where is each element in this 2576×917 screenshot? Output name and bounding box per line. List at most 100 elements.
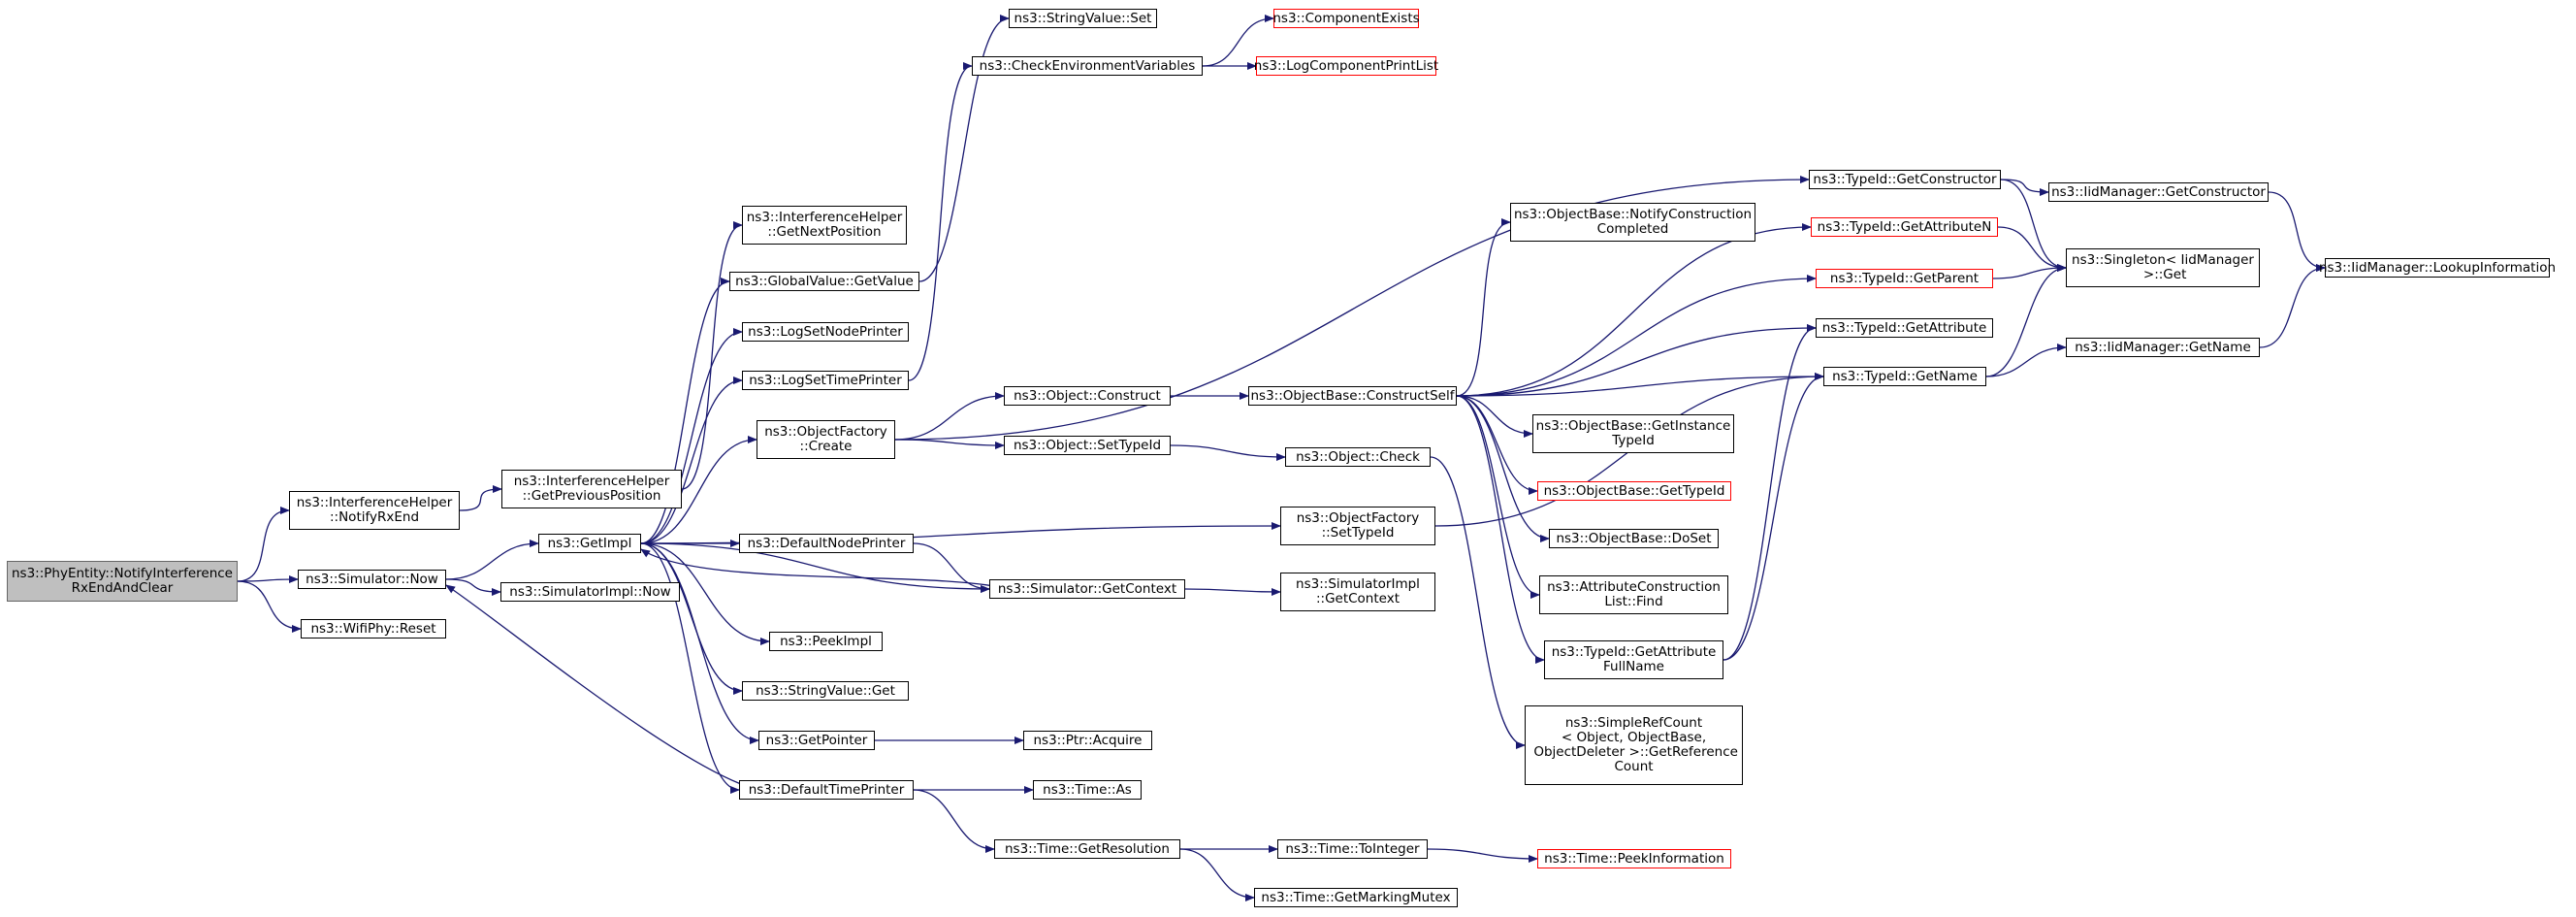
node-acl-find[interactable]: ns3::AttributeConstruction List::Find	[1539, 575, 1728, 614]
edge-sim-now-to-simimpl-now	[445, 578, 501, 596]
node-checkenv[interactable]: ns3::CheckEnvironmentVariables	[972, 56, 1203, 76]
node-time-peekinfo[interactable]: ns3::Time::PeekInformation	[1537, 849, 1731, 868]
edge-tid-getattributen-to-singleton-get	[1997, 226, 2067, 272]
node-tid-getattrfullname[interactable]: ns3::TypeId::GetAttribute FullName	[1544, 640, 1723, 679]
node-ih-notifyrxend[interactable]: ns3::InterferenceHelper ::NotifyRxEnd	[289, 491, 460, 530]
edge-time-tointeger-to-time-peekinfo	[1427, 848, 1538, 863]
edge-tid-getname-to-singleton-get	[1985, 264, 2067, 377]
edge-of-create-to-obj-settypeid	[894, 439, 1005, 449]
edge-ob-constructself-to-ob-notifyconstruction	[1456, 218, 1511, 397]
edge-ob-constructself-to-tid-getattributen	[1456, 223, 1812, 397]
node-ob-constructself[interactable]: ns3::ObjectBase::ConstructSelf	[1248, 386, 1457, 406]
node-getimpl[interactable]: ns3::GetImpl	[538, 534, 641, 553]
node-logcompprintlist[interactable]: ns3::LogComponentPrintList	[1254, 56, 1438, 76]
edge-ih-notifyrxend-to-ih-getprevpos	[459, 485, 502, 511]
node-gv-getvalue[interactable]: ns3::GlobalValue::GetValue	[729, 272, 919, 291]
node-ob-doset[interactable]: ns3::ObjectBase::DoSet	[1549, 529, 1719, 548]
edge-obj-settypeid-to-obj-check	[1170, 444, 1286, 461]
edge-ob-constructself-to-ob-getinstancetypeid	[1456, 395, 1533, 438]
edge-sim-now-to-getimpl	[445, 540, 539, 580]
node-root: ns3::PhyEntity::NotifyInterference RxEnd…	[7, 561, 238, 602]
node-getpointer[interactable]: ns3::GetPointer	[758, 731, 875, 750]
edge-defaulttimeprinter-to-time-getres	[913, 789, 995, 853]
node-ptr-acquire[interactable]: ns3::Ptr::Acquire	[1023, 731, 1152, 750]
edge-getimpl-to-getpointer	[640, 542, 759, 744]
node-wifiphy-reset[interactable]: ns3::WifiPhy::Reset	[301, 619, 446, 639]
node-time-as[interactable]: ns3::Time::As	[1033, 780, 1142, 800]
node-obj-construct[interactable]: ns3::Object::Construct	[1004, 386, 1171, 406]
node-sim-getcontext[interactable]: ns3::Simulator::GetContext	[989, 579, 1185, 599]
edge-checkenv-to-compexists	[1202, 15, 1274, 67]
node-sv-get[interactable]: ns3::StringValue::Get	[742, 681, 909, 701]
node-iidm-getname[interactable]: ns3::IidManager::GetName	[2066, 338, 2260, 357]
node-sim-now[interactable]: ns3::Simulator::Now	[298, 570, 446, 589]
node-logsettimeprinter[interactable]: ns3::LogSetTimePrinter	[742, 371, 909, 390]
edge-root-to-sim-now	[237, 575, 299, 584]
node-tid-getattribute[interactable]: ns3::TypeId::GetAttribute	[1816, 318, 1993, 338]
edge-defaultnodeprinter-to-sim-getcontext	[913, 542, 990, 593]
node-time-getmarkingmutex[interactable]: ns3::Time::GetMarkingMutex	[1254, 888, 1458, 907]
edge-iidm-getname-to-iidm-lookupinfo	[2259, 264, 2326, 348]
node-of-create[interactable]: ns3::ObjectFactory ::Create	[757, 420, 895, 459]
edge-root-to-ih-notifyrxend	[237, 507, 290, 582]
edge-ob-constructself-to-acl-find	[1456, 395, 1540, 599]
edge-tid-getattrfullname-to-tid-getattribute	[1723, 324, 1817, 661]
node-compexists[interactable]: ns3::ComponentExists	[1272, 9, 1420, 28]
edge-gv-getvalue-to-sv-set	[918, 15, 1010, 282]
node-tid-getname[interactable]: ns3::TypeId::GetName	[1823, 367, 1986, 386]
edge-getimpl-to-of-create	[640, 436, 757, 544]
edge-getimpl-to-gv-getvalue	[640, 278, 730, 544]
edge-ob-constructself-to-tid-getparent	[1456, 275, 1817, 397]
edge-defaulttimeprinter-to-sim-now	[445, 584, 759, 791]
node-logsetnodeprinter[interactable]: ns3::LogSetNodePrinter	[742, 322, 909, 342]
edge-sim-getcontext-to-getimpl	[640, 548, 1010, 590]
node-tid-getparent[interactable]: ns3::TypeId::GetParent	[1816, 269, 1993, 288]
node-of-settypeid[interactable]: ns3::ObjectFactory ::SetTypeId	[1280, 507, 1435, 545]
node-simplerefcount[interactable]: ns3::SimpleRefCount < Object, ObjectBase…	[1525, 705, 1743, 785]
edge-getimpl-to-logsettimeprinter	[640, 377, 743, 544]
edge-getimpl-to-peekimpl	[640, 542, 770, 645]
edge-tid-getname-to-iidm-getname	[1985, 344, 2067, 377]
edge-tid-getconstructor-to-singleton-get	[2000, 179, 2067, 272]
node-defaultnodeprinter[interactable]: ns3::DefaultNodePrinter	[739, 534, 914, 553]
edge-iidm-getconstructor-to-iidm-lookupinfo	[2268, 191, 2326, 272]
node-ob-gettypeid[interactable]: ns3::ObjectBase::GetTypeId	[1537, 481, 1731, 501]
edge-root-to-wifiphy-reset	[237, 580, 302, 633]
edge-getimpl-to-sim-getcontext	[640, 542, 990, 593]
edge-of-create-to-tid-getconstructor	[894, 176, 1810, 441]
call-edges	[237, 15, 2326, 901]
edge-sim-getcontext-to-simimpl-getctx	[1184, 587, 1281, 596]
edge-getimpl-to-logsetnodeprinter	[640, 328, 743, 544]
node-time-tointeger[interactable]: ns3::Time::ToInteger	[1277, 839, 1428, 859]
edge-tid-getconstructor-to-iidm-getconstructor	[2000, 179, 2049, 196]
node-defaulttimeprinter[interactable]: ns3::DefaultTimePrinter	[739, 780, 914, 800]
node-tid-getconstructor[interactable]: ns3::TypeId::GetConstructor	[1809, 170, 2001, 189]
node-ih-getnextpos[interactable]: ns3::InterferenceHelper ::GetNextPositio…	[742, 206, 907, 245]
edge-ob-constructself-to-ob-doset	[1456, 395, 1550, 542]
node-time-getres[interactable]: ns3::Time::GetResolution	[994, 839, 1180, 859]
edge-getimpl-to-of-settypeid	[640, 522, 1281, 544]
edge-time-getres-to-time-getmarkingmutex	[1179, 848, 1255, 901]
edge-tid-getparent-to-singleton-get	[1992, 264, 2067, 279]
node-iidm-getconstructor[interactable]: ns3::IidManager::GetConstructor	[2048, 182, 2269, 202]
node-sv-set[interactable]: ns3::StringValue::Set	[1009, 9, 1157, 28]
node-ob-notifyconstruction[interactable]: ns3::ObjectBase::NotifyConstruction Comp…	[1510, 203, 1755, 242]
edge-ob-constructself-to-tid-getname	[1456, 373, 1824, 397]
edge-ih-getprevpos-to-ih-getnextpos	[681, 221, 743, 490]
node-ob-getinstancetypeid[interactable]: ns3::ObjectBase::GetInstance TypeId	[1532, 414, 1734, 453]
node-obj-check[interactable]: ns3::Object::Check	[1285, 447, 1431, 467]
node-simimpl-getctx[interactable]: ns3::SimulatorImpl ::GetContext	[1280, 573, 1435, 611]
edge-tid-getattrfullname-to-tid-getname	[1723, 373, 1824, 661]
edge-logsettimeprinter-to-checkenv	[908, 62, 973, 381]
node-tid-getattributen[interactable]: ns3::TypeId::GetAttributeN	[1811, 217, 1998, 237]
node-ih-getprevpos[interactable]: ns3::InterferenceHelper ::GetPreviousPos…	[501, 470, 682, 508]
node-iidm-lookupinfo[interactable]: ns3::IidManager::LookupInformation	[2319, 258, 2556, 278]
node-simimpl-now[interactable]: ns3::SimulatorImpl::Now	[500, 582, 680, 602]
edge-getimpl-to-defaulttimeprinter	[640, 542, 740, 794]
node-obj-settypeid[interactable]: ns3::Object::SetTypeId	[1004, 436, 1171, 455]
edge-obj-check-to-simplerefcount	[1430, 456, 1526, 749]
node-singleton-get[interactable]: ns3::Singleton< IidManager >::Get	[2066, 248, 2260, 287]
edge-ob-constructself-to-tid-getattrfullname	[1456, 395, 1545, 664]
edge-of-create-to-obj-construct	[894, 392, 1005, 441]
node-peekimpl[interactable]: ns3::PeekImpl	[769, 632, 883, 651]
